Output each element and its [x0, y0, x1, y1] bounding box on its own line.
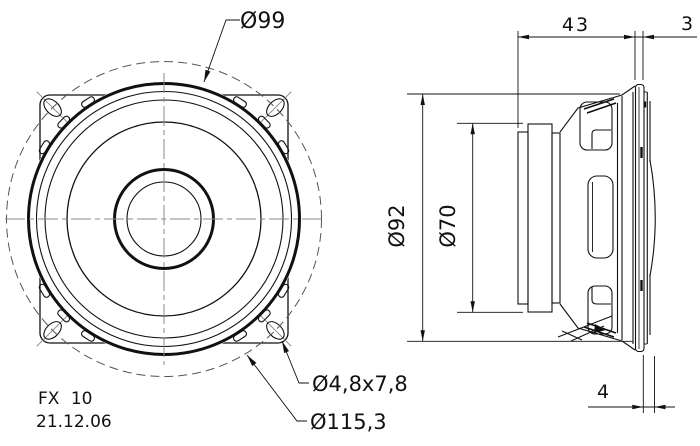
slot-size-label: Ø4,8x7,8 [312, 372, 408, 396]
dim-gasket-value: 3 [681, 13, 695, 35]
leader-line [281, 340, 309, 384]
dim-arrow [654, 404, 666, 410]
dim-arrow [624, 34, 635, 40]
basket-window-bottom-step [591, 287, 611, 305]
dim-arrow [643, 34, 654, 40]
dim-arrow [470, 123, 475, 135]
basket-window-top [579, 101, 613, 151]
dim-arrow [470, 301, 475, 313]
front-plate [551, 132, 561, 304]
corner-centerline-br [258, 313, 292, 347]
leader-line [203, 19, 240, 83]
dust-cap-dome [649, 101, 656, 335]
label-rim-diameter: Ø99 [203, 9, 285, 83]
center-lines [5, 73, 323, 365]
side-view [517, 83, 656, 353]
dim-diameter-92-value: Ø92 [385, 204, 409, 247]
title-block: FX 10 21.12.06 [36, 389, 112, 432]
basket-windows [579, 101, 614, 335]
basket [559, 85, 636, 351]
leader-arrow [247, 355, 257, 367]
leader-line [246, 354, 307, 422]
dim-diameter-70-value: Ø70 [436, 204, 460, 247]
product-name: FX 10 [38, 389, 92, 409]
label-slot-size: Ø4,8x7,8 [281, 340, 408, 396]
bolt-circle-label: Ø115,3 [310, 410, 387, 434]
basket-window-middle [587, 175, 614, 259]
basket-window-top-step [591, 129, 611, 149]
dim-arrow [420, 330, 425, 342]
magnet-assembly [517, 123, 561, 313]
bottom-edge-shading [583, 326, 615, 338]
dim-gasket-3: 3 [635, 13, 697, 80]
dome-bulge-arc [649, 159, 656, 277]
dim-arrow [632, 404, 644, 410]
leader-arrow [282, 341, 289, 354]
corner-centerline-tr [258, 91, 292, 125]
flange-gasket [632, 83, 648, 353]
label-bolt-circle: Ø115,3 [246, 354, 387, 434]
dim-depth-value: 43 [562, 14, 590, 36]
dim-arrow [420, 94, 425, 105]
dim-diameter-92: Ø92 [385, 93, 633, 342]
solder-lug [594, 324, 606, 333]
rim-diameter-label: Ø99 [240, 9, 285, 34]
basket-window-bottom [587, 285, 613, 335]
dim-arrow [518, 34, 529, 40]
dim-diameter-70: Ø70 [436, 122, 523, 313]
leader-arrow [204, 69, 211, 82]
dimensions: 43 3 Ø92 Ø70 [203, 9, 697, 434]
top-edge-shading [583, 98, 615, 110]
dim-protrusion-4: 4 [588, 355, 675, 413]
dim-protrusion-value: 4 [597, 381, 611, 403]
gasket [634, 83, 645, 353]
front-view [5, 61, 323, 377]
terminal-wires [557, 315, 613, 342]
drawing-date: 21.12.06 [36, 412, 112, 432]
dim-depth-43: 43 [517, 14, 636, 128]
terminal-wire [561, 330, 583, 341]
